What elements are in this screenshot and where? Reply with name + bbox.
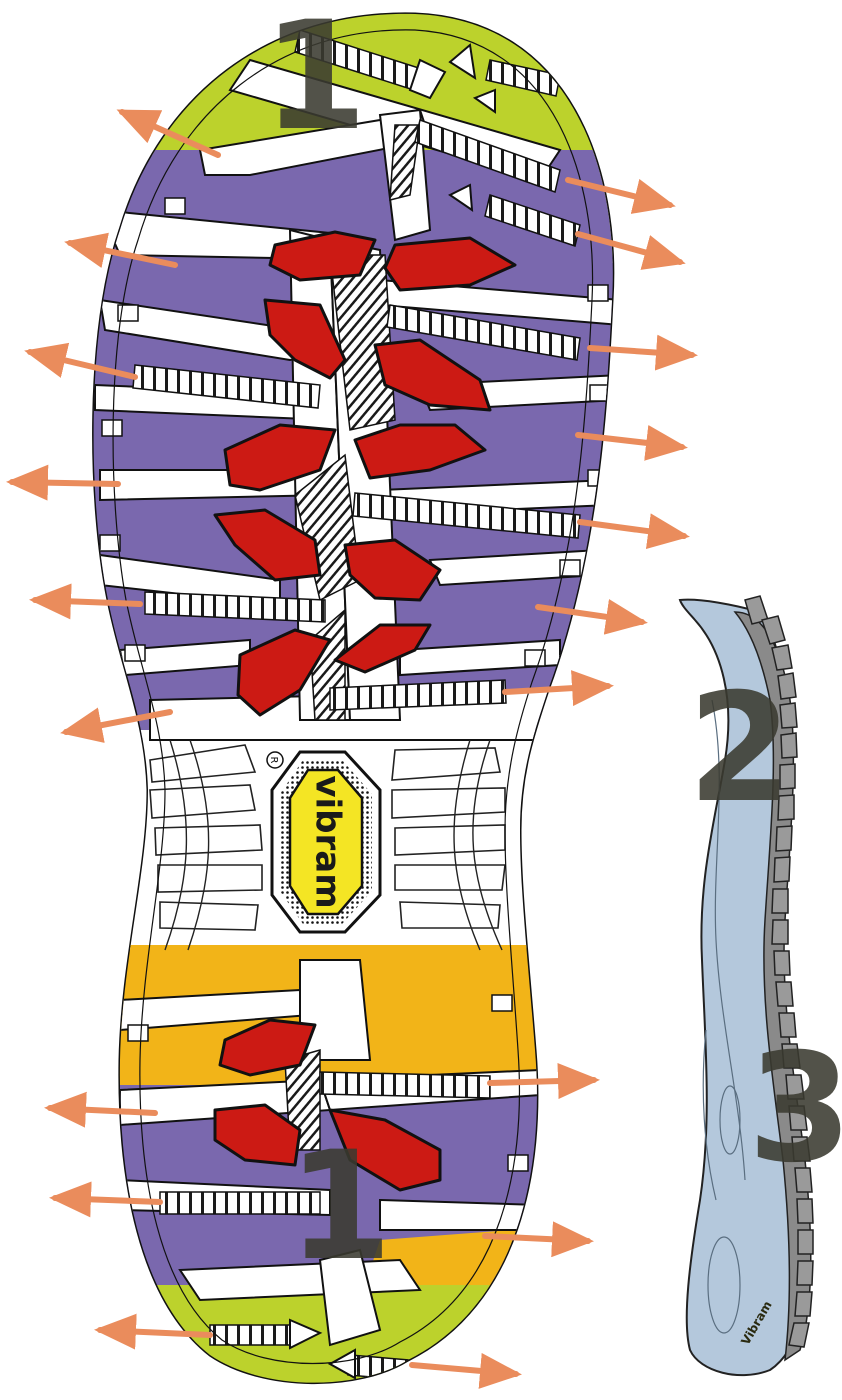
outward-arrow-icon	[580, 522, 684, 536]
zone-label-arch-side: 2	[688, 662, 792, 836]
registered-mark: R	[268, 757, 279, 764]
outward-arrow-icon	[55, 1198, 160, 1202]
outward-arrow-icon	[412, 1365, 516, 1374]
zone-label-forefoot: 1	[263, 0, 367, 164]
zone-label-heel-side: 3	[748, 1022, 842, 1196]
vibram-logo: vibram R	[267, 752, 380, 932]
outward-arrow-icon	[490, 1080, 594, 1083]
zone-label-heel: 1	[288, 1120, 392, 1294]
outward-arrow-icon	[35, 600, 140, 604]
side-profile: Vibram 2 3	[680, 596, 842, 1375]
vibram-wordmark: vibram	[308, 775, 348, 908]
outward-arrow-icon	[12, 482, 118, 484]
